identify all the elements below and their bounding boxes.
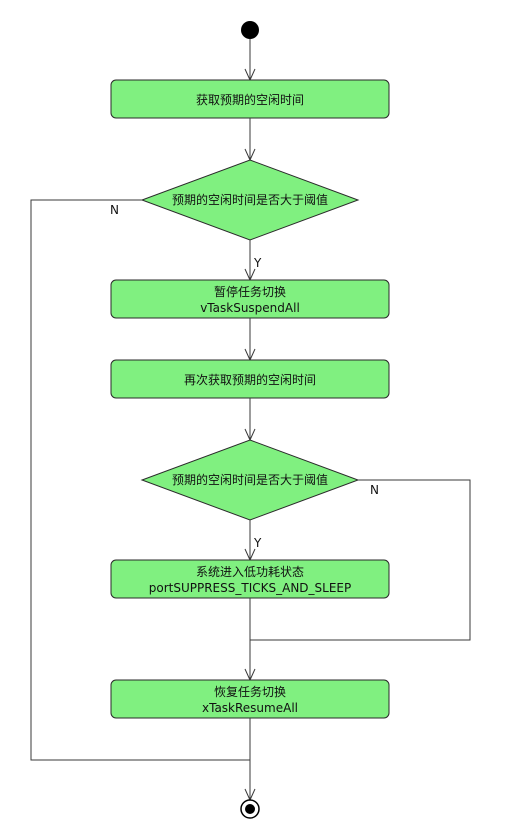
node-resume-line1: 恢复任务切换	[214, 684, 286, 699]
node-low-power-line2: portSUPPRESS_TICKS_AND_SLEEP	[149, 581, 352, 595]
node-decision2-label: 预期的空闲时间是否大于阈值	[172, 472, 328, 487]
node-get-idle-time-label: 获取预期的空闲时间	[196, 92, 304, 107]
start-node	[241, 21, 259, 39]
node-suspend-line2: vTaskSuspendAll	[200, 301, 300, 315]
edge-decision1-no	[30, 199, 250, 761]
node-resume-line2: xTaskResumeAll	[202, 701, 298, 715]
edge-label-decision2-no: N	[370, 483, 379, 497]
end-node-inner	[245, 804, 255, 814]
node-suspend-line1: 暂停任务切换	[214, 284, 286, 299]
node-low-power-line1: 系统进入低功耗状态	[196, 565, 304, 579]
node-get-idle-time-again-label: 再次获取预期的空闲时间	[184, 372, 316, 387]
edge-decision2-no	[250, 479, 471, 641]
node-decision1-label: 预期的空闲时间是否大于阈值	[172, 192, 328, 207]
edge-label-decision1-yes: Y	[253, 256, 262, 270]
edge-label-decision1-no: N	[110, 203, 119, 217]
edge-label-decision2-yes: Y	[253, 536, 262, 550]
